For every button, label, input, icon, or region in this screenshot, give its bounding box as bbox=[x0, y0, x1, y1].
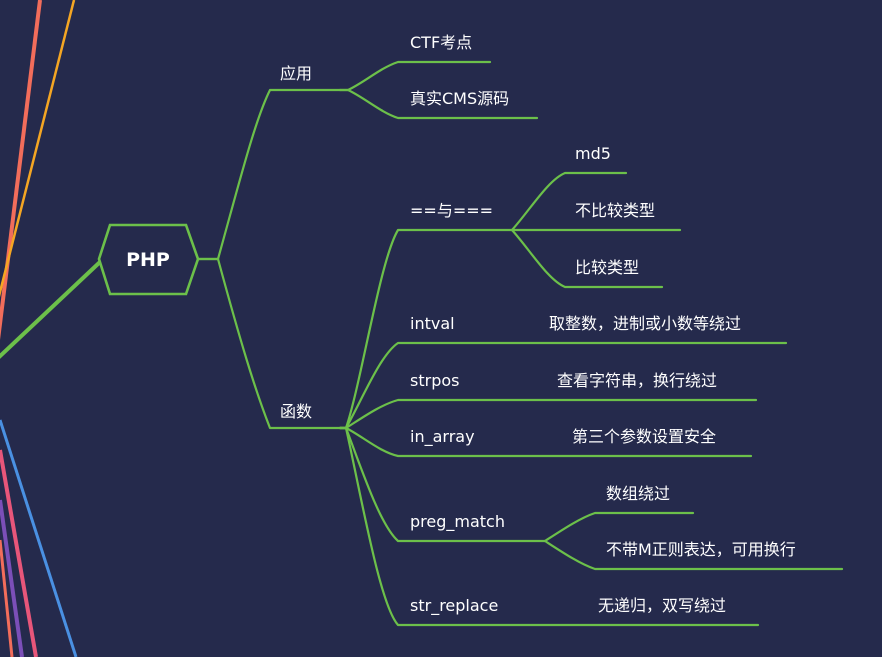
edge-line-orange bbox=[0, 0, 76, 298]
connector-noM bbox=[543, 539, 844, 571]
leaf-nocompare: 不比较类型 bbox=[575, 201, 655, 220]
leaf-noM: 不带M正则表达，可用换行 bbox=[606, 540, 796, 559]
edge-line-pink bbox=[0, 449, 38, 657]
edge-line-blue bbox=[0, 419, 78, 657]
root-node-label: PHP bbox=[126, 249, 170, 271]
node-eq[interactable]: ==与=== md5 不比较类型 比较类型 bbox=[410, 144, 682, 289]
branch-label-hanshu: 函数 bbox=[280, 402, 312, 421]
connector-compare bbox=[510, 228, 664, 289]
edge-line-green bbox=[0, 260, 102, 359]
leaf-cms: 真实CMS源码 bbox=[410, 89, 509, 108]
branch-hanshu[interactable]: 函数 ==与=== md5 不比较类型 比较类型 intval 取整数，进制 bbox=[280, 144, 844, 627]
connector-intval bbox=[338, 341, 788, 430]
root-node[interactable]: PHP bbox=[97, 223, 200, 296]
node-strpos[interactable]: strpos 查看字符串，换行绕过 bbox=[410, 371, 717, 390]
edge-line-red bbox=[0, 0, 42, 341]
leaf-md5: md5 bbox=[575, 144, 611, 163]
leaf-ctf: CTF考点 bbox=[410, 33, 472, 52]
node-strreplace[interactable]: str_replace 无递归，双写绕过 bbox=[410, 596, 726, 616]
root-connector-yingyong bbox=[196, 88, 342, 261]
note-strreplace: 无递归，双写绕过 bbox=[598, 596, 726, 615]
root-node-shape bbox=[97, 223, 200, 296]
connector-ctf bbox=[338, 60, 492, 92]
edge-line-purple bbox=[0, 499, 24, 657]
node-strpos-label: strpos bbox=[410, 371, 459, 390]
edge-line-salmon bbox=[0, 539, 14, 657]
root-connector-hanshu bbox=[196, 257, 342, 430]
node-inarray-label: in_array bbox=[410, 427, 475, 447]
note-intval: 取整数，进制或小数等绕过 bbox=[549, 314, 741, 333]
connector-cms bbox=[338, 88, 539, 120]
connector-strpos bbox=[338, 398, 758, 430]
node-pregmatch-label: preg_match bbox=[410, 512, 505, 532]
branch-label-yingyong: 应用 bbox=[280, 64, 312, 83]
connector-md5 bbox=[510, 171, 628, 232]
connector-strreplace bbox=[338, 426, 760, 627]
note-inarray: 第三个参数设置安全 bbox=[572, 427, 716, 446]
node-intval[interactable]: intval 取整数，进制或小数等绕过 bbox=[410, 314, 741, 333]
connector-arraybypass bbox=[543, 511, 695, 543]
node-strreplace-label: str_replace bbox=[410, 596, 498, 616]
leaf-compare: 比较类型 bbox=[575, 258, 639, 277]
connector-eq bbox=[338, 228, 514, 430]
node-intval-label: intval bbox=[410, 314, 455, 333]
leaf-arraybypass: 数组绕过 bbox=[606, 484, 670, 503]
node-inarray[interactable]: in_array 第三个参数设置安全 bbox=[410, 427, 716, 447]
branch-yingyong[interactable]: 应用 CTF考点 真实CMS源码 bbox=[280, 33, 539, 120]
node-eq-label: ==与=== bbox=[410, 201, 493, 220]
edge-decoration bbox=[0, 0, 102, 657]
node-pregmatch[interactable]: preg_match 数组绕过 不带M正则表达，可用换行 bbox=[410, 484, 844, 571]
connector-pregmatch bbox=[338, 426, 547, 543]
note-strpos: 查看字符串，换行绕过 bbox=[557, 371, 717, 390]
